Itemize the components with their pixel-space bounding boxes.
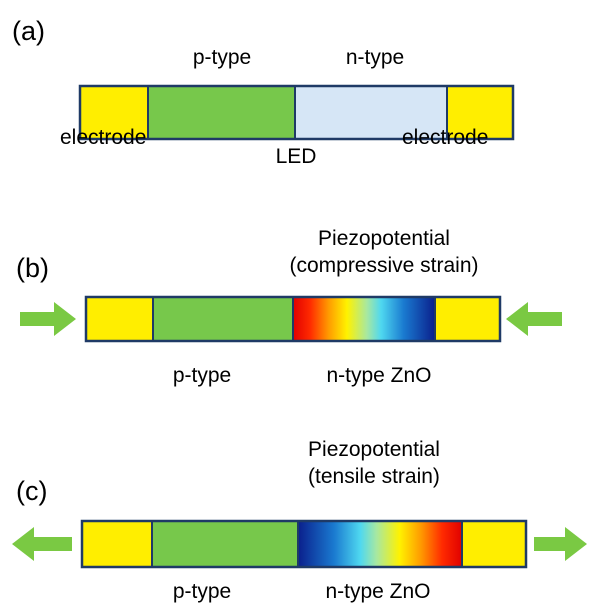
- panel-b-p-region: [153, 297, 293, 341]
- panel-a-bar-outline: [78, 84, 515, 141]
- panel-c-letter: (c): [16, 476, 47, 506]
- panel-c-p-region: [152, 521, 298, 567]
- panel-b-arrow-right-icon: [506, 302, 562, 336]
- panel-b-n-type-label: n-type ZnO: [326, 364, 431, 387]
- panel-b-piezo-gradient-region: [293, 297, 435, 341]
- panel-b-p-type-label: p-type: [173, 364, 231, 387]
- panel-c-arrow-right-icon: [534, 527, 587, 561]
- panel-b-title-line1: Piezopotential: [318, 227, 450, 250]
- panel-a-p-region: [148, 86, 295, 139]
- panel-b-arrow-left-icon: [20, 302, 76, 336]
- panel-b: Piezopotential (compressive strain) (b) …: [16, 227, 562, 387]
- panel-a-p-type-label: p-type: [193, 46, 251, 69]
- panel-a-led-bar: [78, 84, 515, 141]
- panel-a-electrode-left: [80, 86, 148, 139]
- panel-c-title-line1: Piezopotential: [308, 438, 440, 461]
- panel-c-electrode-right: [462, 521, 526, 567]
- panel-c-bar-outline: [80, 519, 528, 569]
- panel-c-title-line2: (tensile strain): [308, 465, 440, 488]
- panel-c-led-bar: [80, 519, 528, 569]
- panel-a-n-region: [295, 86, 447, 139]
- panel-a-n-type-label: n-type: [346, 46, 404, 69]
- panel-c-electrode-left: [82, 521, 152, 567]
- panel-a-electrode-right: [447, 86, 513, 139]
- panel-b-title-line2: (compressive strain): [289, 254, 478, 277]
- panel-c-piezo-gradient-region: [298, 521, 462, 567]
- panel-a-led-label: LED: [276, 145, 317, 168]
- panel-b-electrode-right: [435, 297, 500, 341]
- panel-a-letter: (a): [12, 16, 45, 46]
- panel-a-electrode-right-label: electrode: [402, 126, 488, 149]
- panel-c: Piezopotential (tensile strain) (c) p-ty…: [12, 438, 587, 603]
- panel-a-electrode-left-label: electrode: [60, 126, 146, 149]
- panel-c-n-type-label: n-type ZnO: [325, 580, 430, 603]
- panel-b-bar-outline: [84, 295, 502, 343]
- panel-c-p-type-label: p-type: [173, 580, 231, 603]
- panel-c-arrow-left-icon: [12, 527, 72, 561]
- panel-b-led-bar: [84, 295, 502, 343]
- panel-b-letter: (b): [16, 253, 49, 283]
- panel-b-electrode-left: [86, 297, 153, 341]
- panel-a: (a) p-type n-type electrode LED electrod…: [12, 16, 515, 168]
